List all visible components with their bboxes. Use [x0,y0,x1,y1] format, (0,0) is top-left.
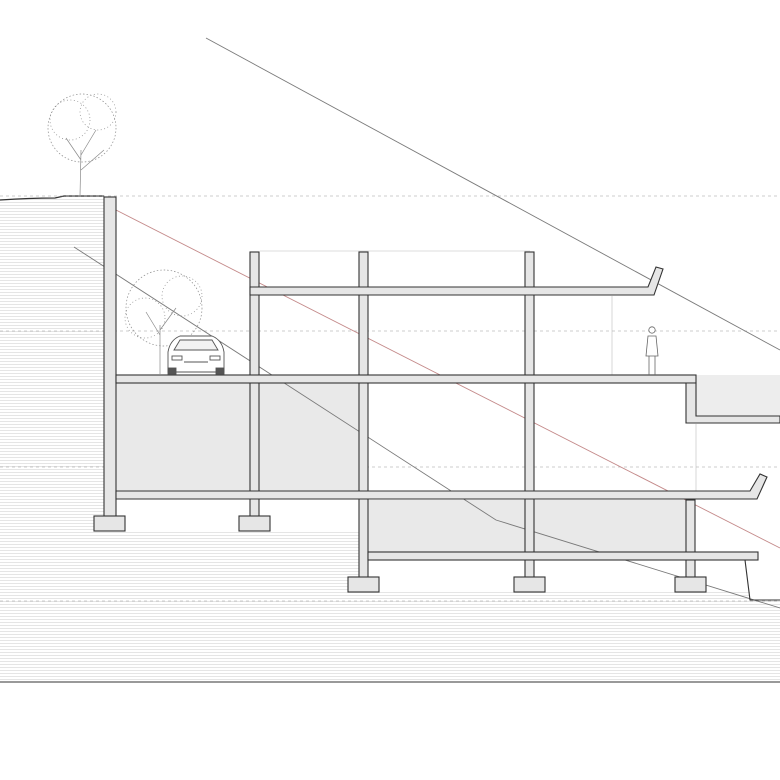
lower-floor-slab [367,551,759,561]
person-body [645,335,659,357]
car-headlight-right [209,355,221,361]
earth-hatch-under-lower [360,590,750,600]
footing-2 [238,515,271,532]
car-wheel-right [215,367,225,375]
tree-canopy-upper-inner-2 [79,93,117,131]
footing-4 [513,576,546,593]
tree-canopy-terrace [125,269,203,347]
ground-surface-line [0,195,104,201]
sun-line-upper [205,37,780,351]
earth-hatch-deep [0,600,780,682]
footing-1 [93,515,126,532]
upper-floor-slab [115,374,697,384]
footing-3 [347,576,380,593]
car-icon [167,335,225,375]
column-2 [358,251,369,579]
lower-slab-edge [744,559,780,601]
person-icon [645,326,659,375]
person-head [648,326,656,334]
ground-mass [0,195,780,683]
tree-trunk-terrace [145,307,177,374]
earth-hatch-left [0,196,104,600]
earth-hatch-under-upper [104,530,360,600]
tree-icon [47,93,117,197]
tree-icon [124,269,203,374]
footing-5 [674,576,707,593]
retaining-wall [103,196,117,518]
tree-canopy-terrace-inner-2 [161,275,203,317]
tree-trunk-upper [65,129,105,197]
car-wheel-left [167,367,177,375]
roof-slab [249,266,664,296]
column-3 [524,251,535,579]
tree-canopy-upper-inner [49,99,91,141]
tree-canopy-upper [47,93,117,163]
tree-canopy-terrace-inner [124,297,166,339]
interior-volumes [116,375,780,552]
structure [93,196,780,601]
step-slab [685,382,780,424]
column-4 [685,499,696,579]
car-windshield [173,339,219,351]
car-headlight-left [171,355,183,361]
upper-interior-volume [116,383,360,491]
right-interior-volume [696,375,780,416]
middle-floor-slab [115,473,768,500]
